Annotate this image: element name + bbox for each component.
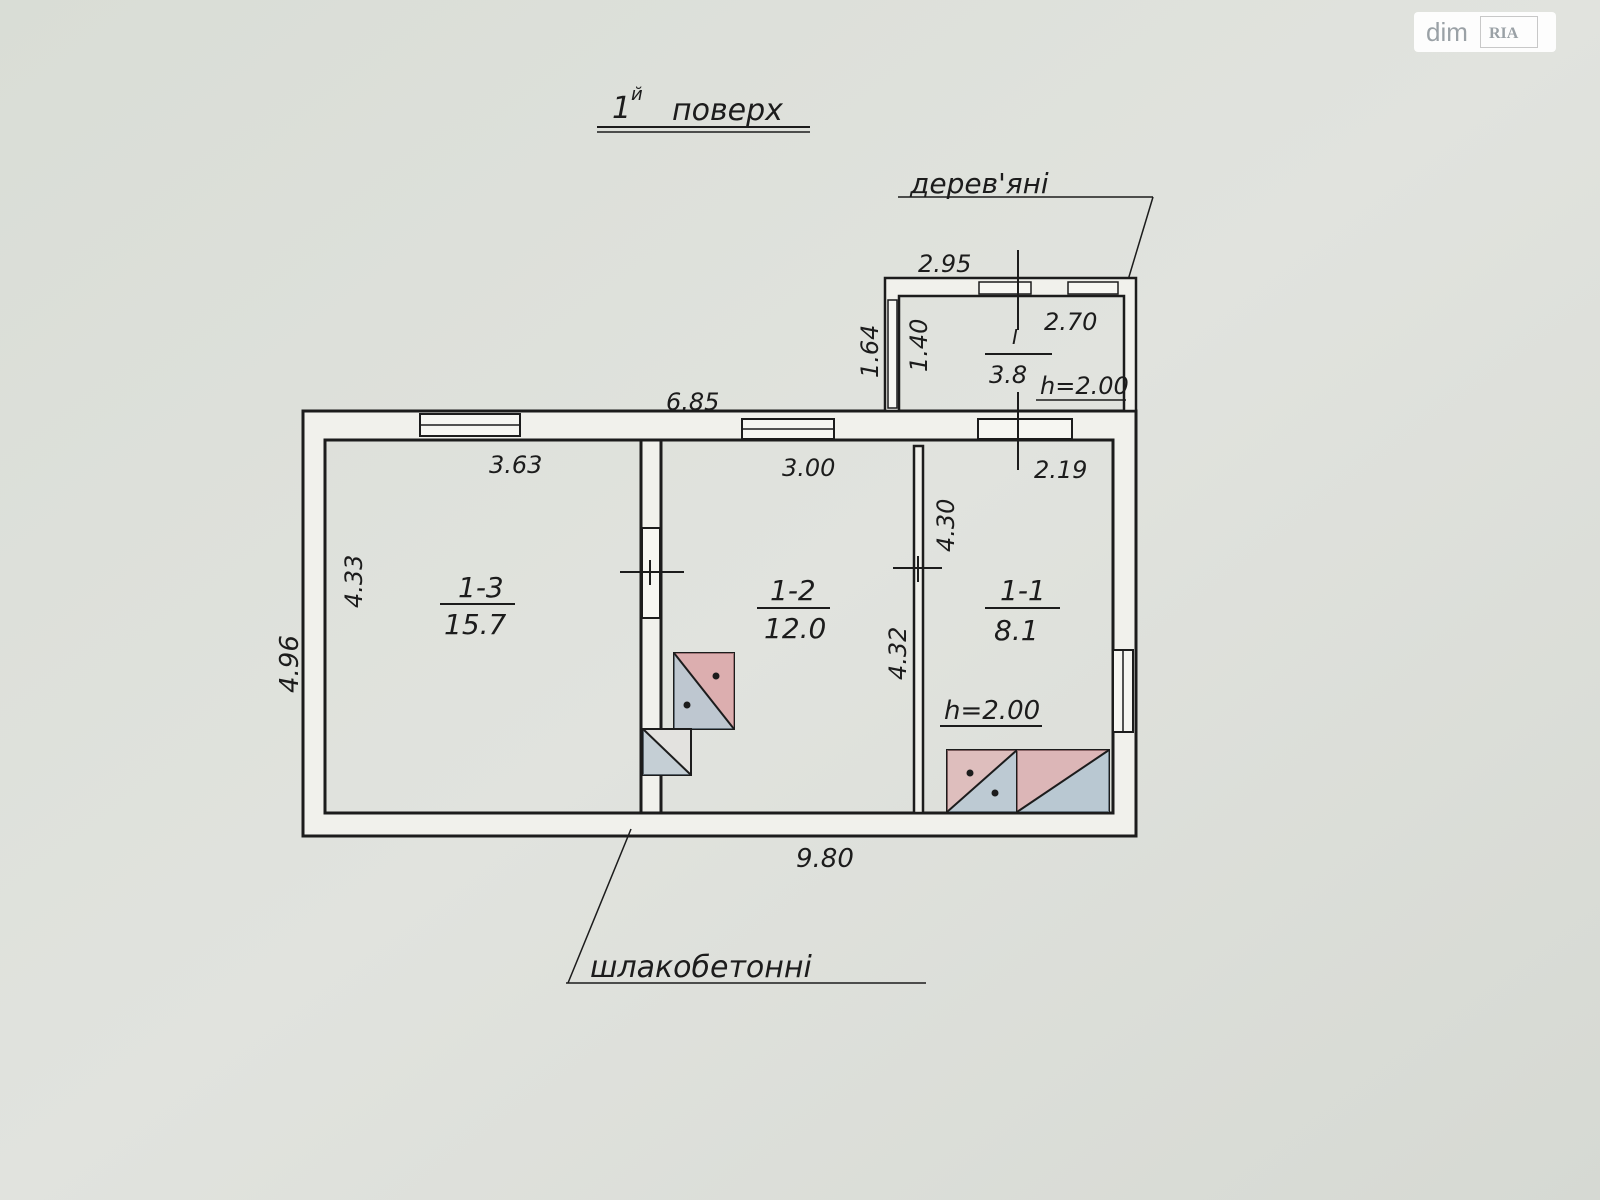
dim-room-12-width: 3.00 [782, 454, 835, 482]
room-13-area: 15.7 [444, 608, 507, 641]
watermark-badge: dim RIA [1414, 12, 1556, 52]
dim-annex-width: 2.95 [918, 250, 971, 278]
floor-title-superscript: й [631, 84, 643, 105]
room-13-id: 1-3 [458, 571, 504, 604]
dim-overall-depth: 4.96 [275, 635, 305, 693]
room-11-area: 8.1 [994, 614, 1039, 647]
dim-north-length: 6.85 [666, 388, 719, 416]
floor-title: 1 й поверх [597, 84, 810, 133]
room-11-label: 1-1 8.1 [985, 574, 1060, 647]
room-labels: 1-3 15.7 1-2 12.0 1-1 8.1 I 3.8 [440, 325, 1060, 647]
material-label-slag-concrete: шлакобетонні [566, 950, 926, 985]
svg-text:RIA: RIA [1489, 25, 1519, 42]
room-annex-area: 3.8 [989, 361, 1027, 389]
height-labels: h=2.00 h=2.00 [940, 372, 1129, 727]
floor-title-word: поверх [672, 93, 783, 128]
dim-room-11-width: 2.19 [1034, 456, 1087, 484]
ria-logo-icon: RIA [1479, 16, 1538, 48]
main-building [301, 400, 1138, 984]
floor-title-number: 1 [612, 91, 631, 126]
material-slag-concrete-text: шлакобетонні [590, 950, 813, 985]
dim-annex-depth-outer: 1.64 [856, 325, 884, 378]
annex [883, 250, 1138, 420]
dim-room-13-width: 3.63 [489, 451, 542, 479]
dim-room-12-depth: 4.32 [884, 627, 912, 680]
dim-annex-inner-width: 2.70 [1044, 308, 1097, 336]
material-wooden-text: дерев'яні [909, 167, 1049, 200]
height-room-11: h=2.00 [944, 696, 1040, 726]
stove-room-11 [946, 749, 1110, 813]
room-12-id: 1-2 [770, 574, 816, 607]
dim-annex-depth-inner: 1.40 [905, 319, 933, 372]
room-11-id: 1-1 [1000, 574, 1046, 607]
room-annex-label: I 3.8 [985, 325, 1052, 389]
watermark-text: dim [1426, 16, 1468, 47]
room-annex-id: I [1012, 325, 1018, 349]
dim-room-13-depth: 4.33 [340, 555, 368, 608]
dimension-labels: 2.95 2.70 1.64 1.40 6.85 3.63 3.00 2.19 … [275, 250, 1097, 874]
room-12-label: 1-2 12.0 [757, 574, 830, 645]
dim-overall-length: 9.80 [796, 844, 854, 874]
material-label-wooden: дерев'яні [898, 167, 1154, 291]
height-annex: h=2.00 [1040, 372, 1129, 400]
dim-room-11-depth: 4.30 [932, 499, 960, 552]
stove-room-12 [642, 652, 735, 776]
room-12-area: 12.0 [764, 612, 826, 645]
room-13-label: 1-3 15.7 [440, 571, 515, 641]
